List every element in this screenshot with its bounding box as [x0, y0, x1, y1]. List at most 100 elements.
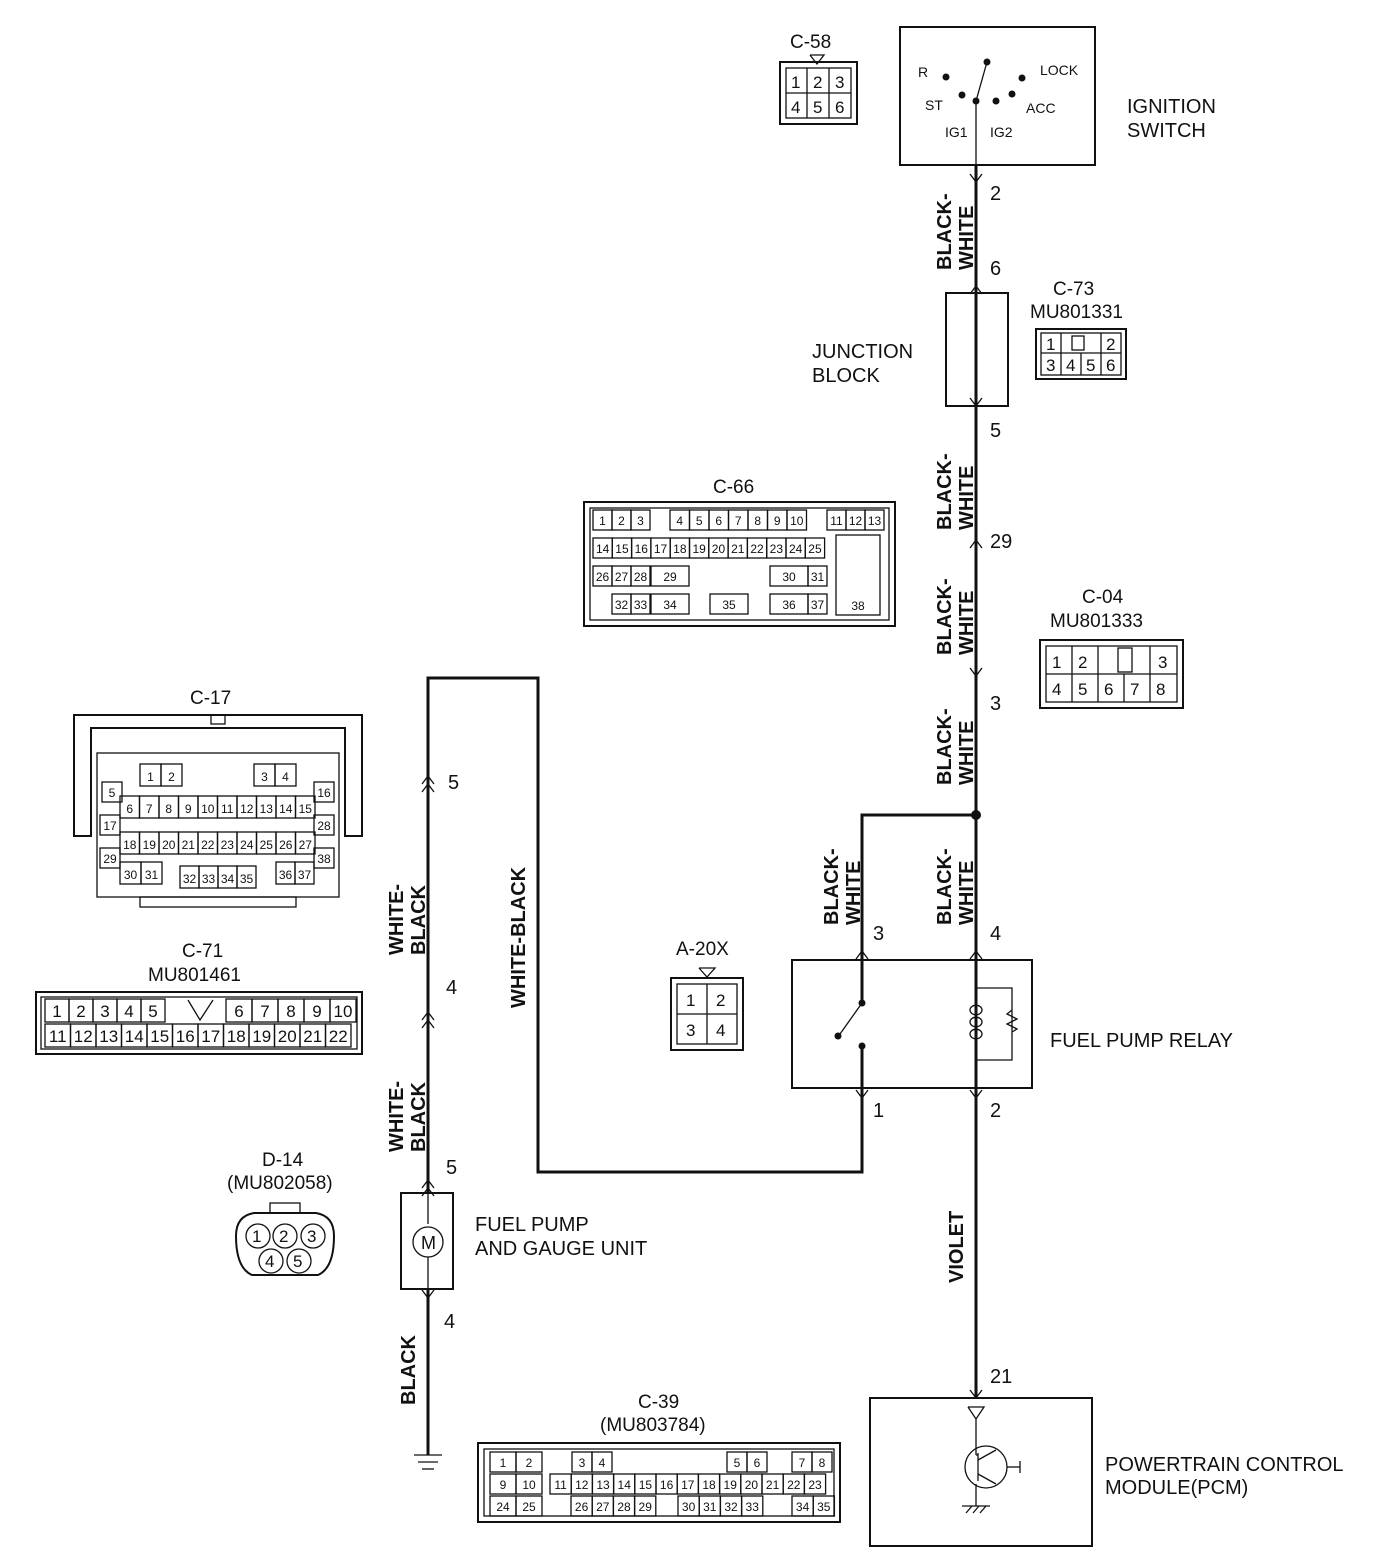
- d14-id: D-14: [262, 1150, 304, 1171]
- c66-pin: 26: [596, 570, 610, 584]
- pcm-label-2: MODULE(PCM): [1105, 1477, 1248, 1499]
- c66-pin: 37: [811, 598, 825, 612]
- c71-pin: 18: [227, 1027, 246, 1046]
- c17-pin: 33: [202, 872, 216, 886]
- wire-label-jb-to-c04: BLACK-WHITE: [934, 453, 978, 530]
- c17-pin: 20: [162, 838, 176, 852]
- c39-pin: 29: [639, 1500, 653, 1514]
- c17-pin: 9: [185, 802, 192, 816]
- c71-pin: 3: [100, 1002, 109, 1021]
- c66-pin: 13: [868, 514, 882, 528]
- svg-text:2: 2: [1106, 335, 1115, 354]
- fuel-pump-label-1: FUEL PUMP: [475, 1214, 589, 1236]
- c17-pin: 32: [183, 872, 197, 886]
- c17-pin: 27: [299, 838, 313, 852]
- c66-pin: 3: [637, 514, 644, 528]
- powertrain-control-module[interactable]: [869, 1397, 1093, 1547]
- c17-pin: 16: [317, 786, 331, 800]
- c66-pin: 2: [618, 514, 625, 528]
- c71-pin: 5: [148, 1002, 157, 1021]
- ignition-pos-acc: ACC: [1026, 100, 1056, 116]
- c39-pin: 25: [522, 1500, 536, 1514]
- c66-pin: 17: [654, 542, 668, 556]
- c39-pin: 4: [599, 1456, 606, 1470]
- c71-pin: 9: [312, 1002, 321, 1021]
- c66-pin: 25: [808, 542, 822, 556]
- pin-relay-1: 1: [873, 1100, 884, 1122]
- svg-text:1: 1: [686, 991, 695, 1010]
- c71-pin: 16: [176, 1027, 195, 1046]
- svg-text:6: 6: [835, 98, 844, 117]
- connector-d14[interactable]: 1 2 3 4 5: [234, 1202, 336, 1276]
- ignition-switch[interactable]: R LOCK ST ACC IG1 IG2: [899, 26, 1096, 166]
- c66-pin: 5: [696, 514, 703, 528]
- ignition-pos-r: R: [918, 64, 928, 80]
- svg-text:2: 2: [1078, 653, 1087, 672]
- svg-text:2: 2: [279, 1227, 288, 1246]
- wire-label-c04-to-splice: BLACK-WHITE: [934, 708, 978, 785]
- c71-part: MU801461: [148, 965, 241, 986]
- d14-part: (MU802058): [227, 1173, 333, 1194]
- c39-pin: 26: [575, 1500, 589, 1514]
- c71-pin: 20: [278, 1027, 297, 1046]
- c71-pin: 8: [286, 1002, 295, 1021]
- motor-icon: M: [421, 1233, 436, 1253]
- c66-pin: 9: [774, 514, 781, 528]
- pin-pump-5a: 5: [448, 772, 459, 794]
- c71-pin: 21: [303, 1027, 322, 1046]
- svg-text:3: 3: [1158, 653, 1167, 672]
- c39-pin: 21: [766, 1478, 780, 1492]
- c39-pin: 11: [554, 1478, 567, 1492]
- c39-pin: 17: [681, 1478, 695, 1492]
- c17-pin: 1: [147, 770, 154, 784]
- c39-id: C-39: [638, 1392, 679, 1413]
- pin-pump-4b: 4: [444, 1311, 455, 1333]
- c39-pin: 5: [734, 1456, 741, 1470]
- c71-pin: 4: [124, 1002, 133, 1021]
- c17-pin: 15: [299, 802, 313, 816]
- c17-pin: 22: [201, 838, 215, 852]
- c66-pin: 32: [615, 598, 629, 612]
- c17-pin: 10: [201, 802, 215, 816]
- ignition-switch-label-1: IGNITION: [1127, 96, 1216, 118]
- fuel-pump-and-gauge-unit[interactable]: M: [400, 1192, 454, 1290]
- c17-pin: 28: [317, 819, 331, 833]
- ignition-pos-st: ST: [925, 97, 943, 113]
- c66-pin: 38: [851, 599, 865, 613]
- c39-pin: 1: [500, 1456, 507, 1470]
- wire-label-ign-to-jb: BLACK-WHITE: [934, 193, 978, 270]
- c17-pin: 30: [124, 868, 138, 882]
- c39-pin: 10: [522, 1478, 536, 1492]
- c66-pin: 18: [673, 542, 687, 556]
- ignition-pos-ig2: IG2: [990, 124, 1013, 140]
- connector-a20x[interactable]: 1 2 3 4: [670, 977, 744, 1051]
- c71-id: C-71: [182, 941, 223, 962]
- c58-id: C-58: [790, 32, 831, 53]
- c39-pin: 6: [754, 1456, 761, 1470]
- connector-c04[interactable]: 1 2 3 4 5 6 7 8: [1039, 639, 1184, 709]
- c17-pin: 37: [298, 868, 312, 882]
- c73-part: MU801331: [1030, 302, 1123, 323]
- fuel-pump-relay[interactable]: [791, 959, 1033, 1089]
- c66-pin: 12: [849, 514, 863, 528]
- c66-pin: 16: [635, 542, 649, 556]
- c17-pin: 8: [165, 802, 172, 816]
- ignition-switch-label-2: SWITCH: [1127, 120, 1206, 142]
- pcm-label-1: POWERTRAIN CONTROL: [1105, 1454, 1344, 1476]
- connector-c58[interactable]: 1 2 3 4 5 6: [779, 61, 858, 125]
- connector-c73[interactable]: 1 2 3 4 5 6: [1035, 328, 1127, 380]
- c17-pin: 11: [221, 802, 234, 816]
- svg-text:4: 4: [1066, 356, 1075, 375]
- svg-text:3: 3: [307, 1227, 316, 1246]
- c17-pin: 7: [146, 802, 153, 816]
- c71-pin: 19: [252, 1027, 271, 1046]
- c04-part: MU801333: [1050, 611, 1143, 632]
- c17-pin: 24: [240, 838, 254, 852]
- ignition-pos-ig1: IG1: [945, 124, 968, 140]
- c17-pin: 4: [282, 770, 289, 784]
- c39-pin: 7: [799, 1456, 806, 1470]
